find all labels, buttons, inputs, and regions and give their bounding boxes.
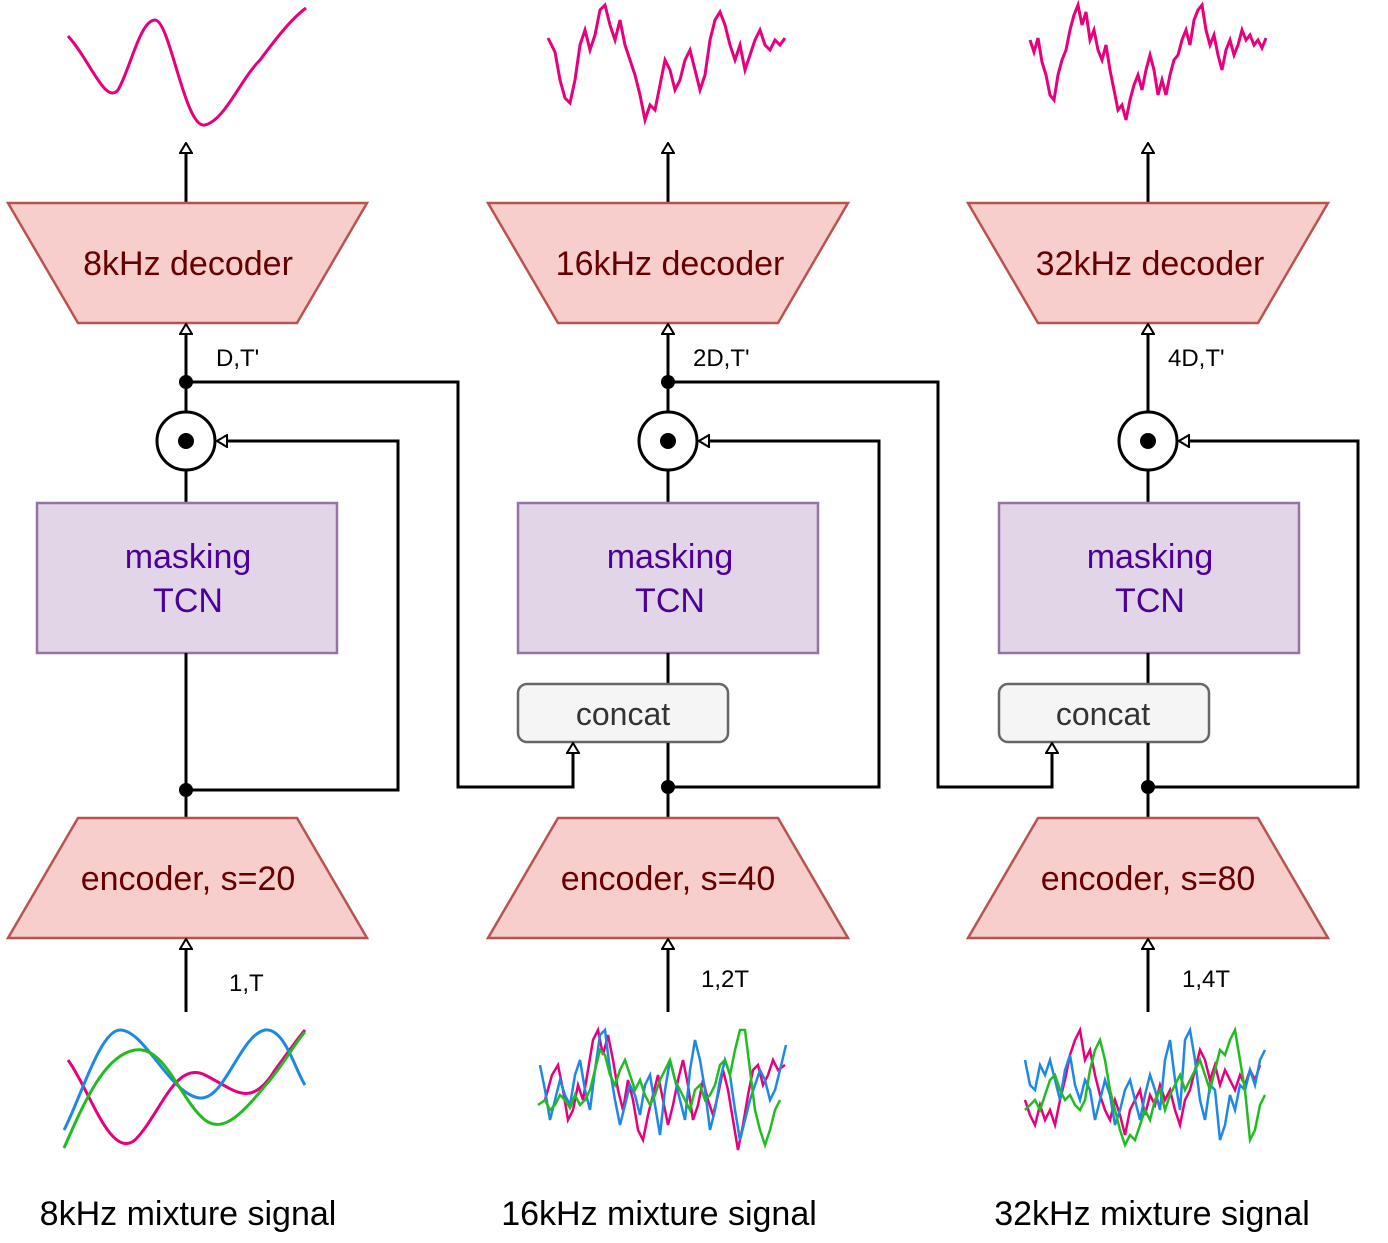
dim-in-label: 1,4T: [1182, 966, 1230, 993]
dim-out-label: D,T': [216, 345, 259, 372]
input-waveforms-16khz: [537, 1026, 788, 1151]
dim-in-label: 1,2T: [701, 966, 749, 993]
encoder-skip-path: [668, 441, 881, 789]
encoder-skip-path: [1148, 441, 1360, 789]
decoder-label: 8kHz decoder: [83, 245, 293, 283]
tcn-label-line1: masking: [607, 538, 734, 576]
concat-label: concat: [1056, 696, 1150, 732]
output-waveform-8khz: [66, 6, 307, 127]
multiply-dot-icon: [1140, 433, 1156, 449]
tcn-label-line2: TCN: [635, 582, 705, 620]
encoder-block-8khz: [5, 816, 370, 940]
masking-tcn-block-16khz: [516, 501, 820, 655]
tcn-label-line1: masking: [125, 538, 252, 576]
masking-tcn-block-8khz: [35, 501, 339, 655]
cross-stage-connector-16-to-32: [668, 380, 1052, 789]
concat-label: concat: [576, 696, 670, 732]
encoder-skip-path: [186, 441, 400, 792]
stage-8khz: 8kHz decoder D,T' masking TCN encoder, s…: [5, 6, 400, 1233]
stage-32khz: 32kHz decoder 4D,T' masking TCN concat e…: [965, 0, 1360, 1233]
encoder-label: encoder, s=20: [81, 860, 296, 898]
multiply-dot-icon: [178, 433, 194, 449]
stage-16khz: 16kHz decoder 2D,T' masking TCN concat e…: [485, 2, 881, 1233]
cross-stage-connector-8-to-16: [186, 380, 573, 789]
output-waveform-16khz: [546, 2, 787, 126]
encoder-block-16khz: [485, 816, 851, 940]
dim-in-label: 1,T: [229, 970, 264, 997]
encoder-label: encoder, s=80: [1041, 860, 1256, 898]
input-waveforms-8khz: [62, 1028, 307, 1149]
encoder-block-32khz: [965, 816, 1331, 940]
input-signal-label: 16kHz mixture signal: [501, 1195, 817, 1233]
decoder-label: 32kHz decoder: [1036, 245, 1265, 283]
dim-out-label: 2D,T': [693, 345, 750, 372]
input-signal-label: 8kHz mixture signal: [40, 1195, 337, 1233]
decoder-block-32khz: [965, 201, 1331, 325]
encoder-label: encoder, s=40: [561, 860, 776, 898]
decoder-block-16khz: [485, 201, 851, 325]
output-waveform-32khz: [1028, 0, 1268, 121]
masking-tcn-block-32khz: [997, 501, 1301, 655]
concat-block-32khz: [997, 682, 1211, 744]
multiply-dot-icon: [660, 433, 676, 449]
input-waveforms-32khz: [1023, 1026, 1267, 1149]
dim-out-label: 4D,T': [1168, 345, 1225, 372]
input-signal-label: 32kHz mixture signal: [994, 1195, 1310, 1233]
decoder-label: 16kHz decoder: [556, 245, 785, 283]
concat-block-16khz: [516, 682, 730, 744]
tcn-label-line1: masking: [1087, 538, 1214, 576]
tcn-label-line2: TCN: [1115, 582, 1185, 620]
decoder-block-8khz: [5, 201, 370, 325]
tcn-label-line2: TCN: [153, 582, 223, 620]
